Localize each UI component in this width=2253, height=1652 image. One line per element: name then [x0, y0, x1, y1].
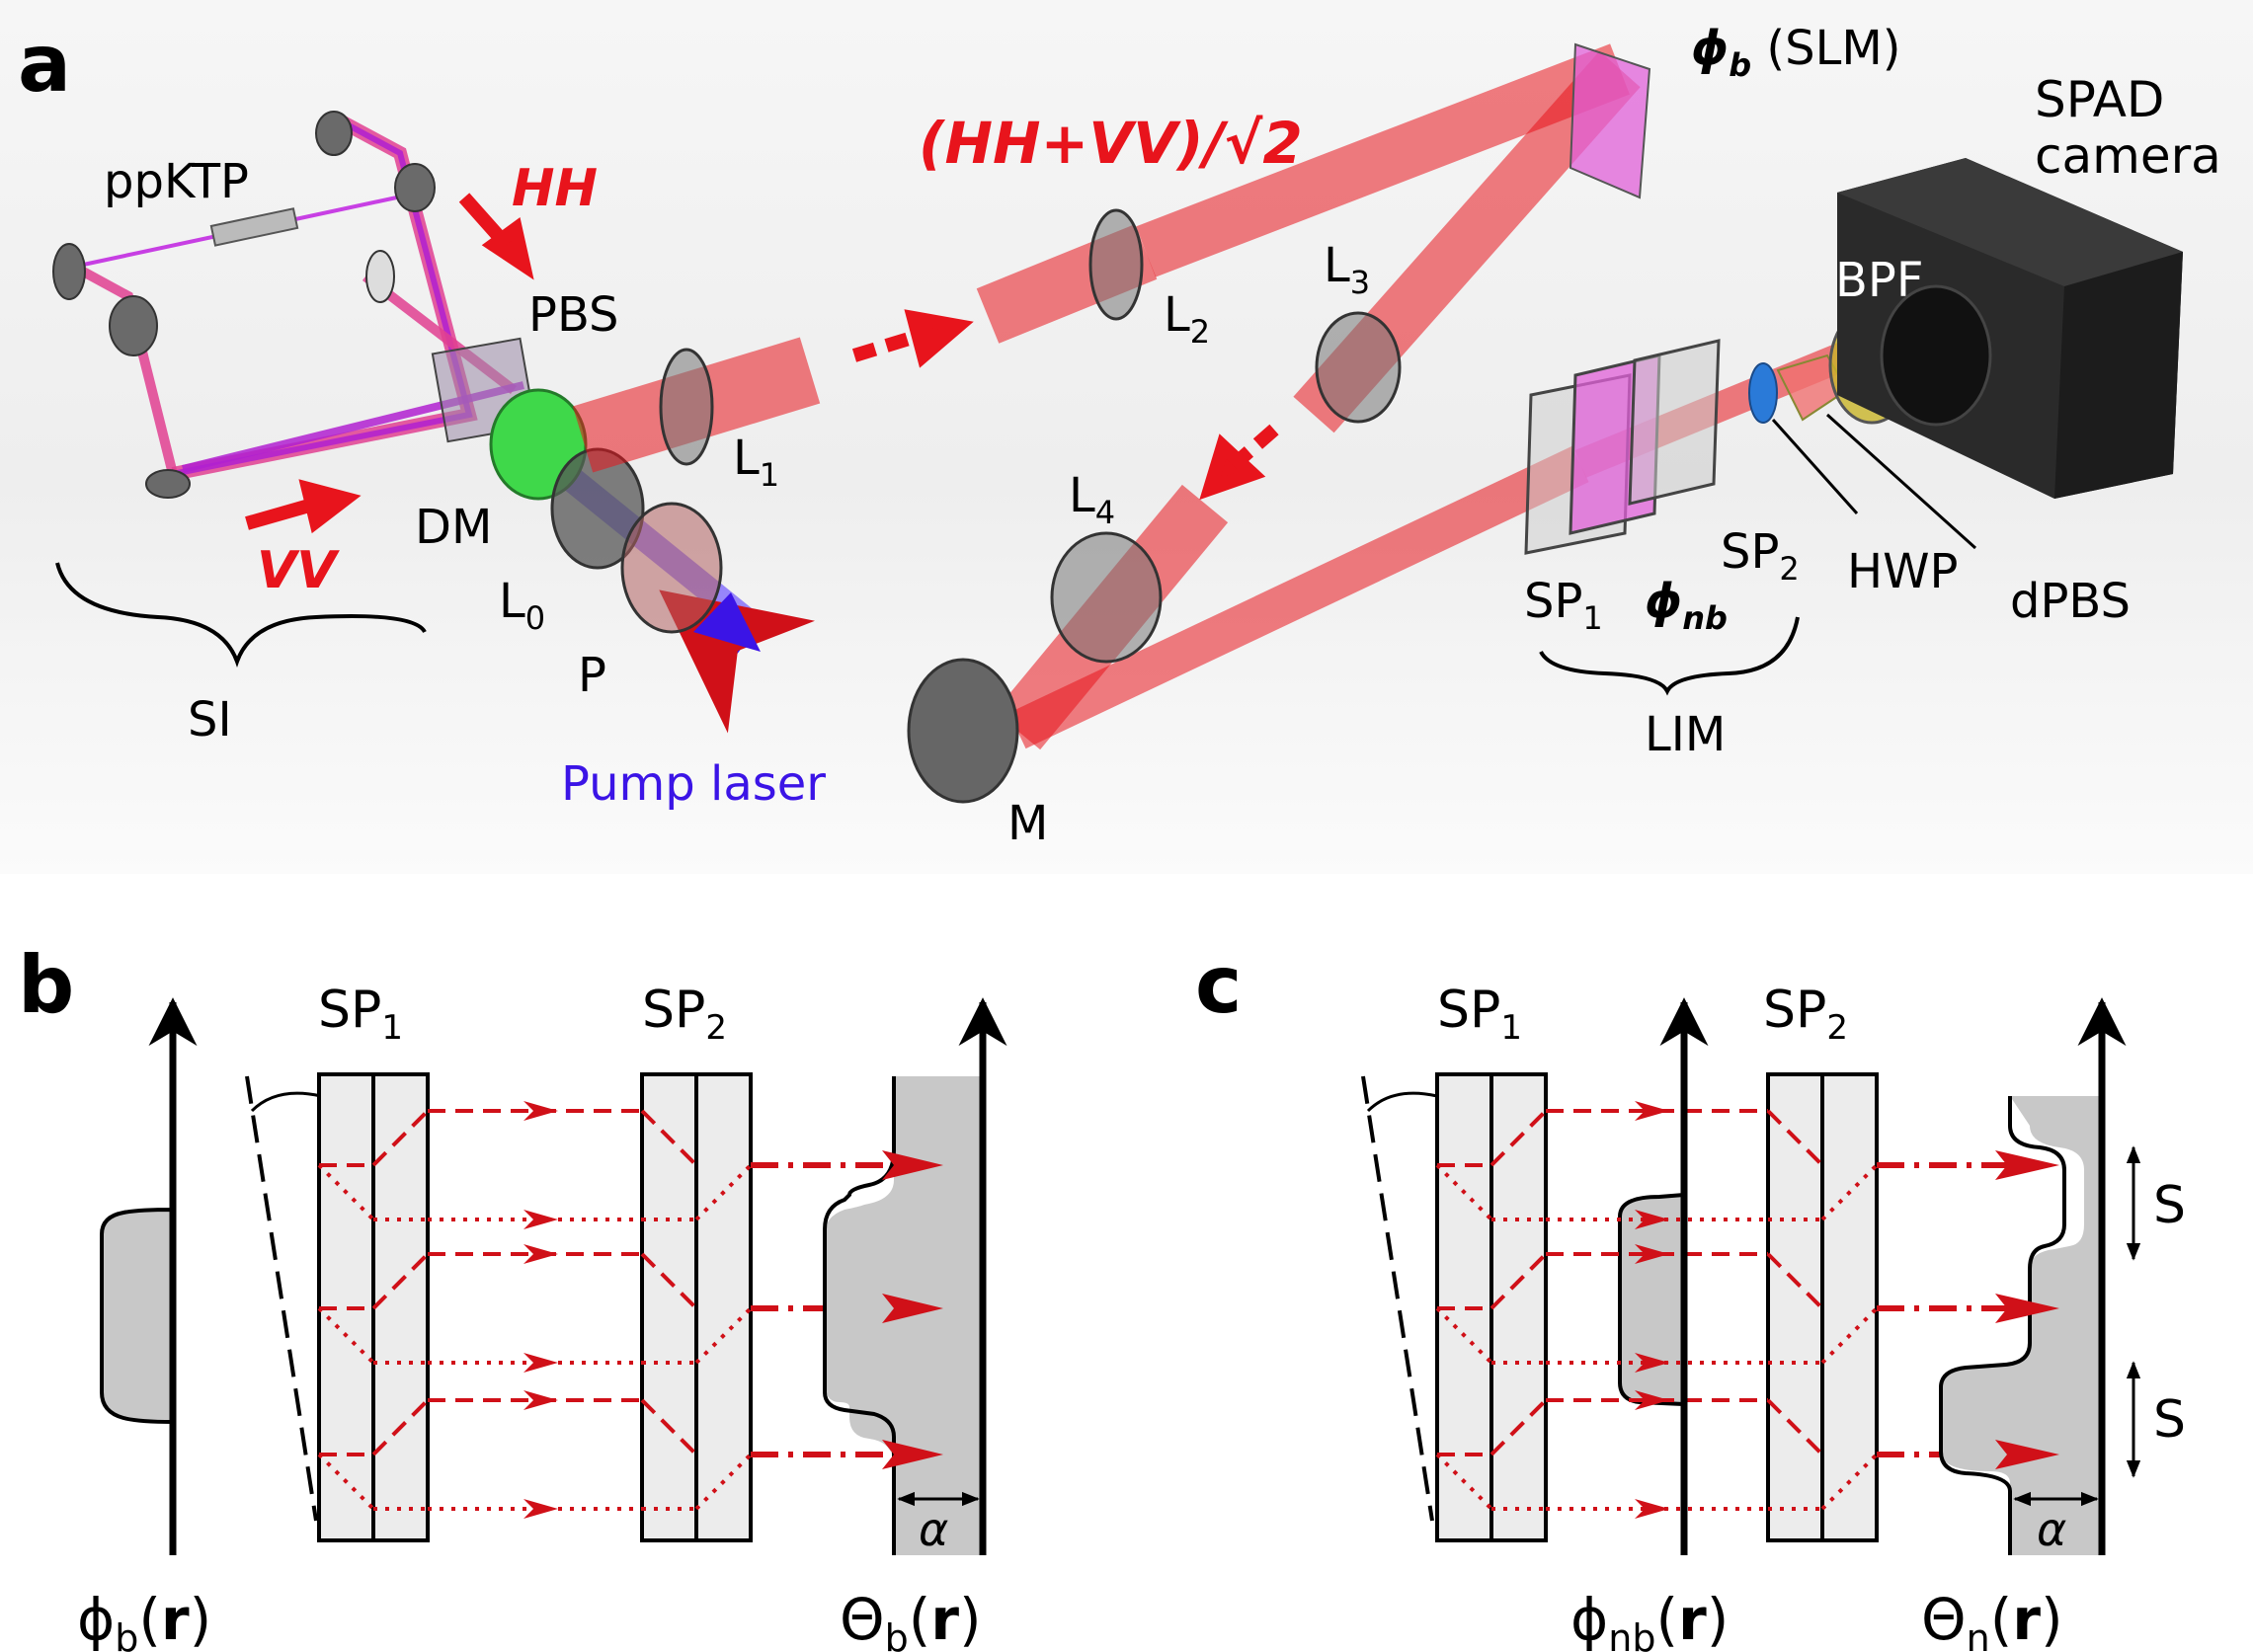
mirror-m — [907, 658, 1019, 804]
label-entangled-state: (HH+VV)/√2 — [919, 110, 1303, 177]
label-lim: LIM — [1645, 707, 1726, 762]
theta-n-fill — [1941, 1096, 2102, 1555]
label-pbs: PBS — [528, 287, 619, 343]
beam-direction-arrows — [245, 193, 1279, 534]
theta-n-curve — [1939, 1096, 2066, 1555]
internal-paths-b — [317, 1109, 753, 1511]
label-theta-b: Θb(r) — [840, 1586, 982, 1652]
arrowheads-b — [523, 1101, 558, 1519]
label-slm: ϕb (SLM) — [1691, 21, 1900, 84]
mirror-icon — [315, 111, 353, 156]
brace-si — [55, 562, 427, 668]
label-sp1-c: SP1 — [1437, 981, 1522, 1048]
label-m: M — [1007, 796, 1048, 851]
sp1-plate-right-c — [1489, 1072, 1548, 1542]
slm-screen — [1569, 42, 1651, 199]
label-dpbs: dPBS — [2010, 574, 2131, 629]
ppktp-crystal — [209, 207, 299, 247]
sagnac-mirrors — [52, 111, 436, 499]
label-spad: SPAD — [2035, 71, 2164, 128]
label-theta-n: Θn(r) — [1921, 1586, 2063, 1652]
plate-sp2 — [1628, 339, 1721, 506]
label-l3: L3 — [1324, 238, 1370, 301]
sp2-plate-left-b — [640, 1072, 698, 1542]
theta-b-curve — [823, 1076, 896, 1555]
label-pump-laser: Pump laser — [561, 756, 826, 812]
label-camera: camera — [2035, 127, 2221, 185]
label-si: SI — [188, 692, 232, 747]
output-arrowheads-c — [1995, 1150, 2059, 1469]
lens-l1 — [659, 348, 714, 466]
incident-beams-c — [1185, 1162, 1437, 1457]
label-l1: L1 — [733, 431, 779, 494]
label-alpha-b: α — [919, 1503, 948, 1556]
output-arrowheads-b — [882, 1150, 943, 1469]
label-l0: L0 — [499, 574, 545, 637]
sp2-plate-right-c — [1820, 1072, 1879, 1542]
label-sp2: SP2 — [1721, 524, 1800, 588]
panel-b: b — [18, 939, 1007, 1652]
mirror-icon — [394, 163, 436, 212]
label-hh: HH — [512, 159, 598, 218]
phi-nb-profile — [1618, 1192, 1686, 1407]
label-vv: VV — [257, 541, 340, 600]
label-sp2-b: SP2 — [642, 981, 727, 1048]
label-alpha-c: α — [2037, 1503, 2066, 1556]
lens-l3 — [1315, 311, 1402, 424]
tilt-arc-c — [1366, 1091, 1438, 1113]
tilt-line-c — [1361, 1075, 1434, 1522]
phi-b-profile — [100, 1136, 175, 1555]
spad-camera — [1837, 158, 2183, 499]
sp2-plate-left-c — [1766, 1072, 1824, 1542]
label-sp1-b: SP1 — [318, 981, 403, 1048]
label-phi-nb: ϕnb(r) — [1570, 1586, 1729, 1652]
panel-label-c: c — [1195, 939, 1242, 1031]
incident-beams-b — [64, 1162, 173, 1457]
half-wave-plate — [1748, 362, 1778, 424]
label-phi-b: ϕb(r) — [77, 1586, 211, 1652]
arrowheads-c — [1635, 1101, 1669, 1519]
label-p: P — [578, 648, 606, 703]
label-ppktp: ppKTP — [104, 154, 249, 209]
label-sp1: SP1 — [1524, 574, 1603, 637]
label-phinb: ϕnb — [1645, 574, 1728, 637]
lens-l4 — [1050, 531, 1163, 664]
label-hwp: HWP — [1847, 544, 1959, 599]
label-s-1: S — [2153, 1176, 2186, 1235]
panel-c: c — [1185, 939, 2186, 1652]
brace-lim — [1539, 616, 1800, 696]
mirror-icon — [145, 469, 191, 499]
tilt-line-b — [245, 1075, 318, 1522]
label-sp2-c: SP2 — [1763, 981, 1848, 1048]
panel-label-a: a — [18, 18, 71, 110]
mirror-icon — [52, 243, 86, 300]
polarizer — [620, 502, 723, 634]
label-dm: DM — [415, 500, 492, 555]
sp2-plate-right-b — [694, 1072, 753, 1542]
mirror-icon — [109, 295, 158, 356]
pump-arrow-head — [693, 592, 761, 652]
mirror-icon — [365, 250, 395, 303]
label-l2: L2 — [1164, 287, 1210, 351]
label-bpf: BPF — [1835, 253, 1923, 308]
leader-lines — [1771, 413, 1977, 550]
label-s-2: S — [2153, 1390, 2186, 1450]
sp1-plate-right-b — [371, 1072, 430, 1542]
panel-a: a — [0, 0, 2253, 874]
tilt-arc-b — [250, 1091, 322, 1113]
label-l4: L4 — [1069, 468, 1115, 531]
panel-label-b: b — [18, 939, 74, 1031]
lens-l2 — [1088, 208, 1144, 321]
